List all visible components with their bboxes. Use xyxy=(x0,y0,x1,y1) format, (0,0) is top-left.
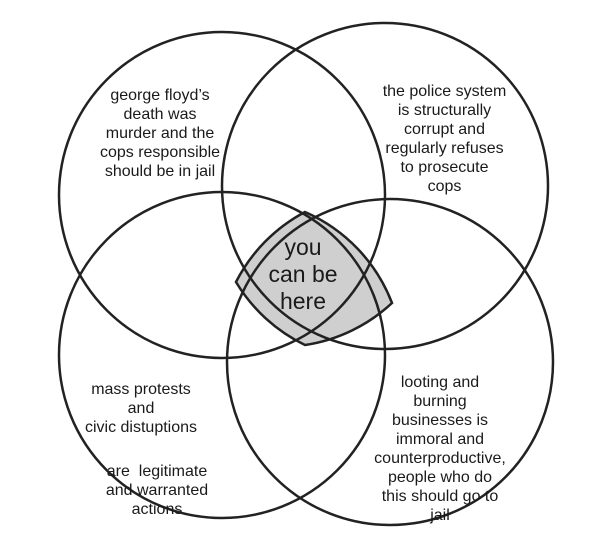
circle-bottom-left xyxy=(57,190,387,520)
set-label-bottom-left-upper: mass protests and civic distuptions xyxy=(84,381,198,436)
set-label-top-right: the police system is structurally corrup… xyxy=(382,83,507,195)
set-label-bottom-left-lower: are legitimate and warranted actions xyxy=(105,463,209,518)
set-label-bottom-right: looting and burning businesses is immora… xyxy=(374,374,506,524)
center-label: you can be here xyxy=(268,234,338,314)
circle-top-left xyxy=(57,30,387,360)
circle-bottom-right xyxy=(225,197,555,527)
set-label-top-left: george floyd’s death was murder and the … xyxy=(99,87,221,180)
